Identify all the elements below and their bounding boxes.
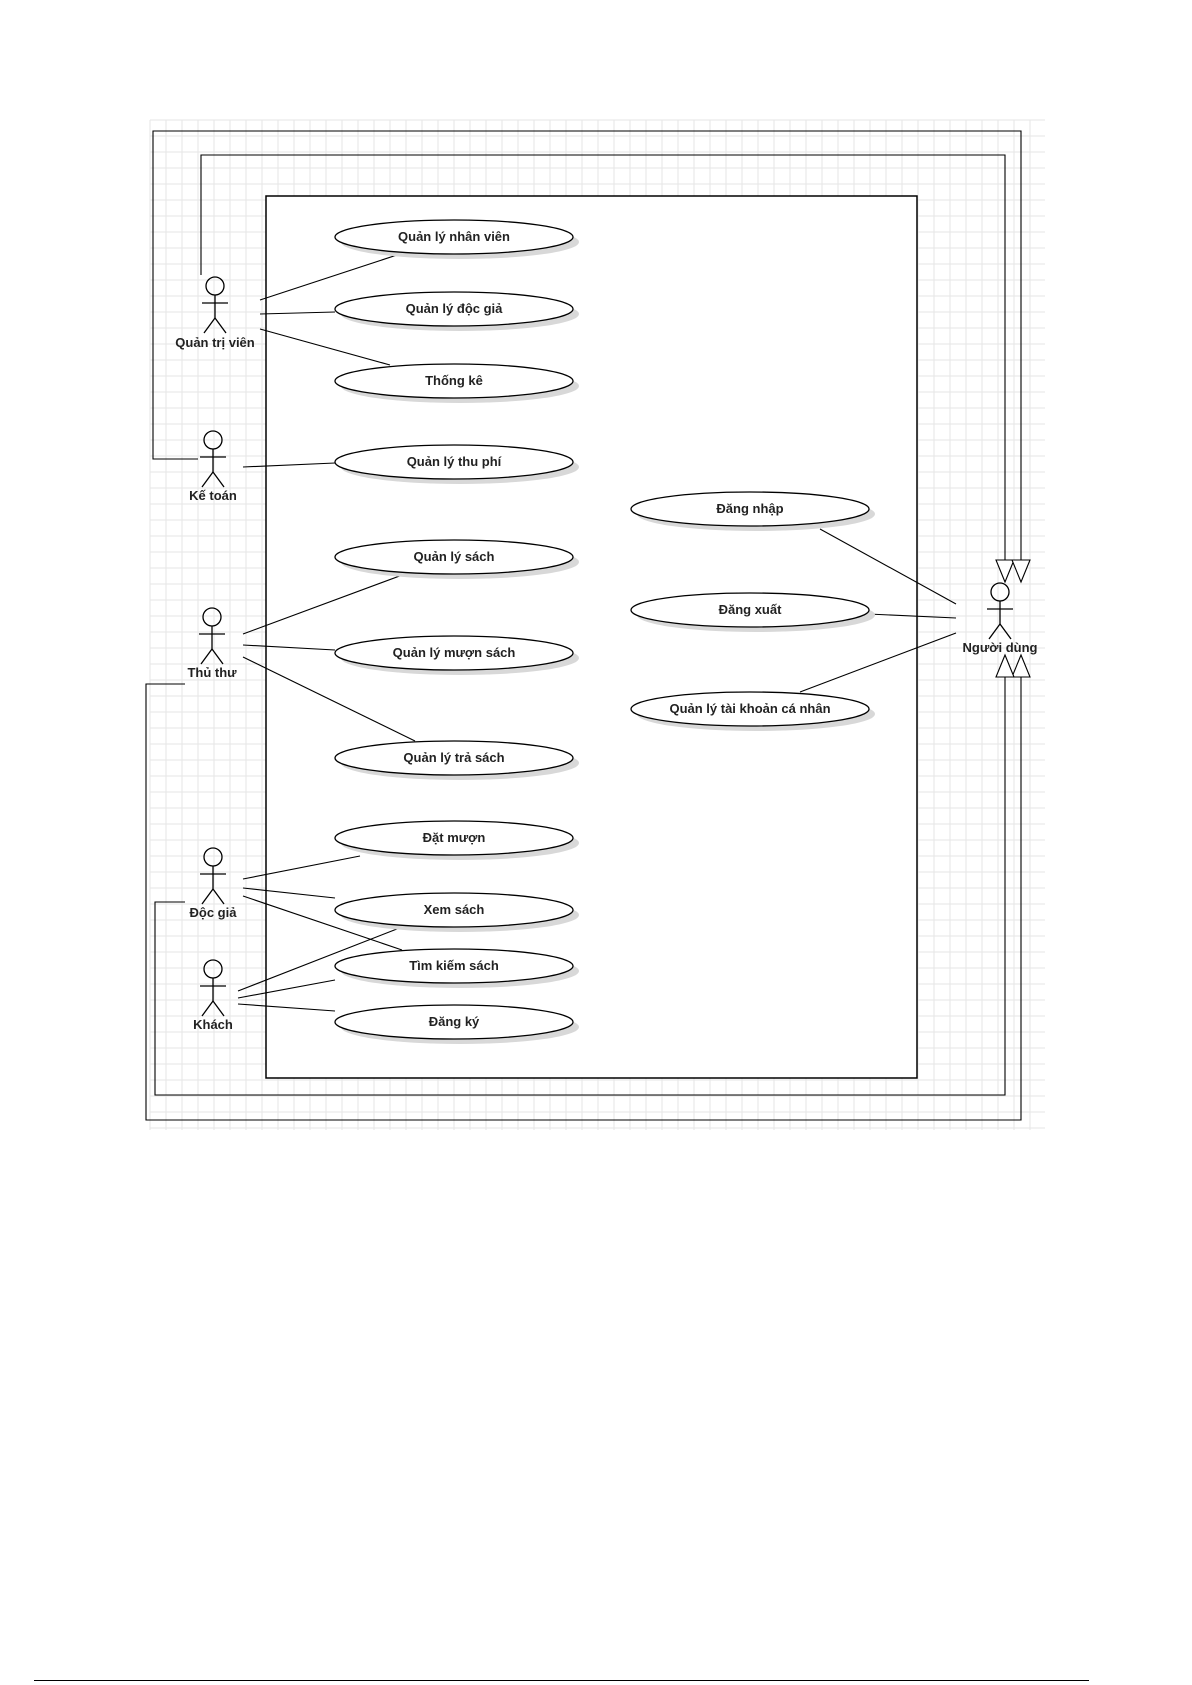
use-case-account[interactable]: Quản lý tài khoản cá nhân <box>631 692 875 731</box>
actor-label: Khách <box>193 1017 233 1032</box>
use-case-label: Đăng ký <box>429 1014 480 1029</box>
use-case-label: Quản lý thu phí <box>407 454 502 469</box>
stick-figure-icon <box>202 277 228 333</box>
use-case-label: Quản lý sách <box>414 549 495 564</box>
generalization-arrowhead <box>996 655 1014 677</box>
use-case-borrow[interactable]: Quản lý mượn sách <box>335 636 579 675</box>
actor-label: Thủ thư <box>187 665 237 680</box>
generalization-arrowhead <box>1012 655 1030 677</box>
use-case-books[interactable]: Quản lý sách <box>335 540 579 579</box>
use-case-label: Quản lý mượn sách <box>393 645 516 660</box>
actor-guest[interactable]: Khách <box>193 960 233 1032</box>
system-boundary <box>266 196 917 1078</box>
use-case-fees[interactable]: Quản lý thu phí <box>335 445 579 484</box>
use-case-readers[interactable]: Quản lý độc giả <box>335 292 579 331</box>
actor-label: Độc giả <box>190 905 238 920</box>
stick-figure-icon <box>200 431 226 487</box>
use-case-stats[interactable]: Thống kê <box>335 364 579 403</box>
generalization-arrowhead <box>1012 560 1030 582</box>
actor-label: Kế toán <box>189 488 237 503</box>
use-case-reserve[interactable]: Đặt mượn <box>335 821 579 860</box>
use-case-staff[interactable]: Quản lý nhân viên <box>335 220 579 259</box>
use-case-search[interactable]: Tìm kiếm sách <box>335 949 579 988</box>
use-case-label: Thống kê <box>425 373 483 388</box>
use-case-logout[interactable]: Đăng xuất <box>631 593 875 632</box>
use-case-label: Đặt mượn <box>423 830 486 845</box>
use-case-label: Tìm kiếm sách <box>409 958 499 973</box>
use-case-label: Quản lý tài khoản cá nhân <box>669 701 830 716</box>
use-case-return[interactable]: Quản lý trả sách <box>335 741 579 780</box>
use-case-label: Đăng xuất <box>719 602 783 617</box>
use-case-label: Đăng nhập <box>716 501 783 516</box>
use-case-label: Quản lý nhân viên <box>398 229 510 244</box>
use-case-view[interactable]: Xem sách <box>335 893 579 932</box>
use-case-label: Quản lý trả sách <box>403 750 504 765</box>
generalization-arrowhead <box>996 560 1014 582</box>
stick-figure-icon <box>987 583 1013 639</box>
use-case-register[interactable]: Đăng ký <box>335 1005 579 1044</box>
actor-user[interactable]: Người dùng <box>963 583 1038 655</box>
use-case-label: Quản lý độc giả <box>406 301 504 316</box>
actor-admin[interactable]: Quản trị viên <box>175 277 255 350</box>
actor-label: Người dùng <box>963 640 1038 655</box>
actor-label: Quản trị viên <box>175 335 255 350</box>
use-case-login[interactable]: Đăng nhập <box>631 492 875 531</box>
page-footer-rule <box>34 1680 1089 1681</box>
use-case-label: Xem sách <box>424 902 485 917</box>
